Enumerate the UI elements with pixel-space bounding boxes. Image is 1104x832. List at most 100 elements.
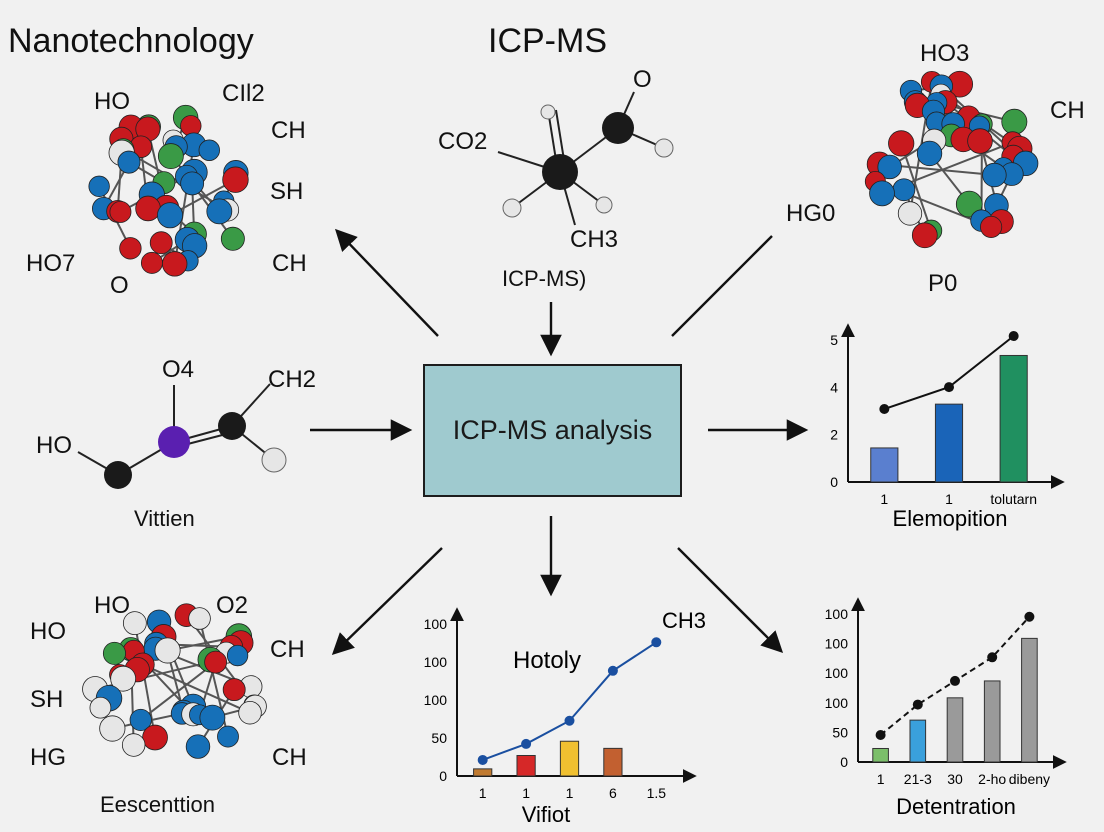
- point-2: [564, 715, 575, 726]
- atom: [261, 447, 287, 473]
- molecule-mid-left: [77, 383, 287, 489]
- title-nanotechnology: Nanotechnology: [8, 22, 254, 60]
- x-tick-label: 1: [880, 491, 888, 507]
- atom: [542, 154, 578, 190]
- label-tl-cil2: CIl2: [222, 80, 265, 107]
- y-tick-label: 5: [830, 332, 838, 348]
- atom: [218, 412, 246, 440]
- label-tl-ch-1: CH: [271, 117, 306, 144]
- atom: [117, 150, 141, 174]
- label-ml-ch2: CH2: [268, 366, 317, 393]
- atom: [88, 175, 110, 198]
- label-tr-ho3: HO3: [920, 40, 970, 67]
- atom: [602, 112, 634, 144]
- atom: [185, 734, 211, 759]
- atom: [916, 140, 943, 167]
- y-tick-label: 0: [840, 754, 848, 770]
- bar-3: [603, 747, 623, 777]
- bar-0: [870, 447, 899, 483]
- y-tick-label: 100: [825, 636, 849, 652]
- label-tl-ho7: HO7: [26, 250, 76, 277]
- point-1: [521, 738, 532, 749]
- point-3: [607, 665, 618, 676]
- atom: [102, 641, 127, 665]
- atom: [892, 178, 916, 202]
- atom: [149, 231, 173, 255]
- label-tr-p0: P0: [928, 270, 958, 297]
- atom: [222, 678, 246, 702]
- atom: [199, 704, 226, 731]
- x-tick-label: 1: [877, 771, 885, 787]
- title-icp-ms: ICP-MS: [488, 22, 607, 60]
- icp-ms-analysis-box[interactable]: ICP-MS analysis: [423, 364, 682, 497]
- molecule-cluster-top-left: [88, 104, 249, 277]
- atom: [911, 222, 938, 249]
- atom: [220, 226, 245, 251]
- x-tick-label: 30: [947, 771, 963, 787]
- bond: [555, 109, 565, 161]
- center-box-label: ICP-MS analysis: [452, 415, 653, 445]
- atom: [198, 139, 220, 161]
- atom: [955, 190, 983, 218]
- x-tick-label: 1.5: [647, 785, 667, 801]
- bar-1: [909, 719, 927, 763]
- x-tick-label: 1: [522, 785, 530, 801]
- atom: [222, 166, 249, 193]
- atom: [188, 607, 211, 630]
- label-bl-o2: O2: [216, 592, 249, 619]
- caption-vittien: Vittien: [134, 506, 195, 531]
- y-tick-label: 100: [424, 692, 448, 708]
- label-bl-hg: HG: [30, 744, 66, 771]
- atom: [156, 202, 184, 229]
- point-1: [912, 699, 923, 710]
- label-tc-ch3: CH3: [570, 226, 619, 253]
- label-tl-sh: SH: [270, 178, 304, 205]
- bar-1: [516, 754, 536, 777]
- chart-title: Hotoly: [513, 647, 581, 674]
- atom: [980, 215, 1003, 238]
- x-tick-label: 1: [566, 785, 574, 801]
- atom: [109, 200, 132, 223]
- label-tr-ch: CH: [1050, 97, 1085, 124]
- atom: [540, 104, 556, 120]
- connector-top-right: [671, 235, 773, 337]
- x-tick-label: tolutarn: [990, 491, 1037, 507]
- label-tl-ho: HO: [94, 88, 130, 115]
- atom: [121, 733, 146, 757]
- label-tl-o: O: [110, 272, 129, 299]
- point-0: [477, 754, 488, 765]
- atom: [122, 611, 147, 636]
- atom: [897, 201, 923, 226]
- label-bl-ch-2: CH: [272, 744, 307, 771]
- y-tick-label: 100: [825, 606, 849, 622]
- caption-icp-ms: ICP-MS): [502, 266, 587, 291]
- y-tick-label: 100: [424, 654, 448, 670]
- point-3: [987, 652, 998, 663]
- bar-4: [1021, 637, 1038, 763]
- atom: [204, 650, 227, 674]
- chart-title: Elemopition: [893, 506, 1008, 531]
- bar-2: [946, 697, 964, 763]
- bond: [142, 663, 251, 714]
- atom: [888, 130, 915, 157]
- atom: [502, 198, 522, 218]
- atom: [226, 644, 249, 667]
- y-tick-label: 4: [830, 379, 838, 395]
- arrow-to-nanotech: [335, 228, 439, 337]
- atom: [238, 701, 262, 725]
- bond: [900, 143, 933, 231]
- x-tick-label: 21-3: [904, 771, 932, 787]
- atom: [180, 171, 205, 196]
- atom: [89, 696, 112, 719]
- label-ml-ho: HO: [36, 432, 72, 459]
- x-tick-label: 6: [609, 785, 617, 801]
- label-bl-ho-2: HO: [30, 618, 66, 645]
- point-1: [944, 382, 954, 393]
- y-tick-label: 100: [825, 665, 849, 681]
- point-2: [950, 675, 960, 686]
- y-tick-label: 2: [830, 427, 838, 443]
- atom: [119, 237, 142, 260]
